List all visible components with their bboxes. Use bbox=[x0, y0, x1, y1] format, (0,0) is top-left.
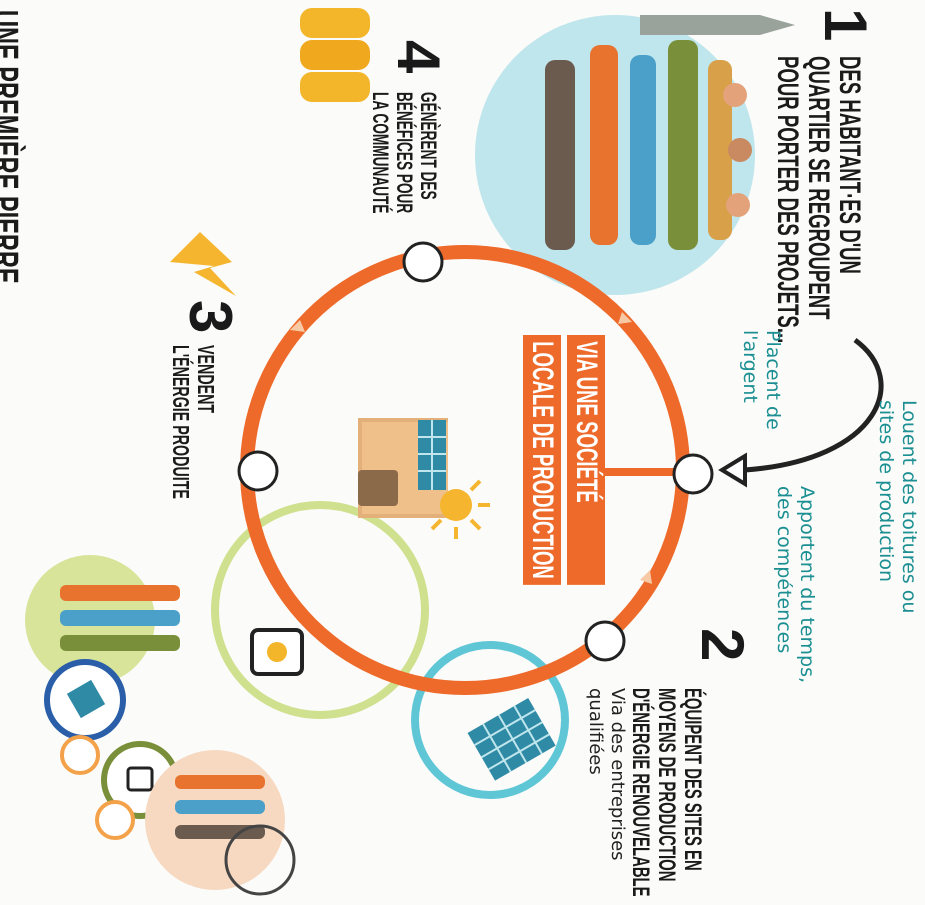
step1-number: 1 bbox=[812, 8, 879, 42]
ring-arrow-icon-3 bbox=[290, 320, 305, 332]
solar-circle bbox=[411, 641, 569, 799]
bike-illustration bbox=[175, 775, 296, 896]
contribution-time: Apportent du temps, des compétences bbox=[772, 486, 818, 683]
meter-icon bbox=[250, 628, 304, 676]
contribution-money-line-2: l'argent bbox=[739, 330, 762, 403]
step1-text: DES HABITANT·ES D'UN QUARTIER SE REGROUP… bbox=[771, 56, 866, 344]
bike-circle bbox=[145, 750, 285, 890]
step3-number: 3 bbox=[177, 300, 244, 334]
people-illustration-small bbox=[60, 585, 180, 651]
rocket-icon bbox=[640, 15, 795, 35]
flow-arrow bbox=[744, 337, 884, 473]
step1-line-3: POUR PORTER DES PROJETS... bbox=[771, 56, 804, 344]
step4-text: GÉNÈRENT DES BÉNÉFICES POUR LA COMMUNAUT… bbox=[368, 92, 441, 214]
arrow-head-icon bbox=[718, 452, 747, 488]
step3-text: VENDENT L'ÉNERGIE PRODUITE bbox=[168, 345, 219, 499]
contribution-money-line-1: Placent de bbox=[762, 330, 784, 430]
step4-line-3: LA COMMUNAUTÉ bbox=[368, 92, 393, 214]
step1-line-1: DES HABITANT·ES D'UN bbox=[833, 56, 866, 274]
step2-sub-line-1: Via des entreprises bbox=[607, 688, 628, 861]
tiny-circle-2 bbox=[95, 800, 135, 840]
step2-text: ÉQUIPENT DES SITES EN MOYENS DE PRODUCTI… bbox=[627, 688, 706, 897]
step3-line-2: L'ÉNERGIE PRODUITE bbox=[168, 345, 194, 499]
ring-arrow-icon-1 bbox=[618, 312, 632, 324]
contribution-sites-line-1: Louent des toitures ou bbox=[898, 400, 920, 614]
step2-number: 2 bbox=[689, 628, 756, 662]
solar-panel-icon bbox=[467, 698, 556, 781]
crowd-illustration bbox=[545, 40, 752, 250]
ring-arrow-icon-2 bbox=[640, 570, 652, 584]
step4-line-1: GÉNÈRENT DES bbox=[416, 92, 441, 200]
contribution-time-line-2: des compétences bbox=[773, 486, 796, 654]
step4-line-2: BÉNÉFICES POUR bbox=[392, 92, 417, 214]
tiny-circle-1 bbox=[60, 735, 100, 775]
step1-line-2: QUARTIER SE REGROUPENT bbox=[802, 56, 835, 320]
contribution-money: Placent de l'argent bbox=[738, 330, 784, 430]
center-banner-line-1: VIA UNE SOCIÉTÉ bbox=[567, 335, 605, 586]
contribution-sites: Louent des toitures ou sites de producti… bbox=[874, 400, 920, 613]
contribution-sites-line-2: sites de production bbox=[875, 400, 898, 583]
node-step4 bbox=[402, 241, 444, 283]
coins-icon bbox=[300, 8, 370, 102]
node-step2 bbox=[584, 620, 626, 662]
step3-line-1: VENDENT bbox=[193, 345, 219, 414]
step4-number: 4 bbox=[385, 40, 452, 74]
bottom-caption: UNE PREMIÈRE PIERRE bbox=[0, 10, 25, 284]
sun-icon bbox=[430, 479, 490, 539]
step2-sub-line-2: qualifiées bbox=[585, 688, 606, 775]
lightning-icon bbox=[170, 232, 236, 296]
mini-meter-icon bbox=[126, 766, 154, 792]
step2-line-3: D'ÉNERGIE RENOUVELABLE bbox=[627, 688, 654, 897]
step2-line-2: MOYENS DE PRODUCTION bbox=[653, 688, 680, 882]
step2-line-1: ÉQUIPENT DES SITES EN bbox=[679, 688, 706, 871]
sales-circle bbox=[211, 501, 429, 719]
building-icon bbox=[358, 418, 448, 518]
center-banner: VIA UNE SOCIÉTÉ LOCALE DE PRODUCTION bbox=[517, 335, 605, 586]
step2-sub: Via des entreprises qualifiées bbox=[584, 688, 628, 861]
node-step1 bbox=[672, 453, 714, 495]
center-banner-line-2: LOCALE DE PRODUCTION bbox=[523, 335, 561, 586]
node-step3 bbox=[237, 450, 279, 492]
mini-solar-icon bbox=[66, 679, 106, 719]
contribution-time-line-1: Apportent du temps, bbox=[796, 486, 818, 684]
